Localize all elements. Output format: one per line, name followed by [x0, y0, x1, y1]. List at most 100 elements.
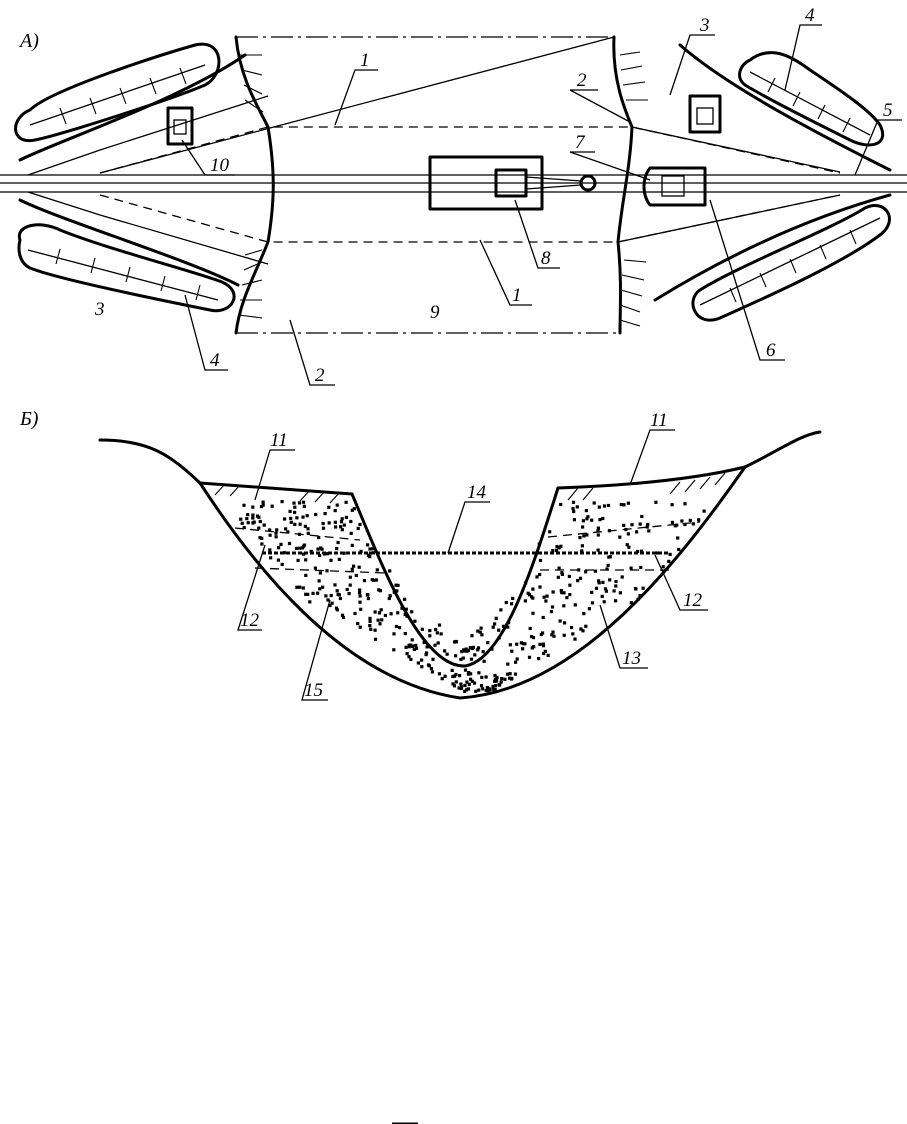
sand-dot [573, 638, 576, 641]
sand-dot [349, 584, 352, 587]
sand-dot [480, 684, 483, 687]
sand-dot [538, 585, 541, 588]
sand-dot [559, 503, 562, 506]
sand-dot [480, 676, 483, 679]
sand-dot [585, 517, 588, 520]
sand-dot [371, 547, 374, 550]
sand-dot [627, 502, 630, 505]
sand-dot [441, 677, 444, 680]
sand-dot [372, 551, 375, 554]
label-9: 9 [430, 302, 440, 323]
sand-dot [259, 520, 262, 523]
sand-dot [506, 673, 509, 676]
sand-dot [482, 650, 485, 653]
sand-dot [269, 534, 272, 537]
sand-dot [465, 681, 468, 684]
sand-dot [544, 599, 547, 602]
ground-surface-left [100, 440, 200, 483]
sand-dot [341, 528, 344, 531]
sand-dot [407, 655, 410, 658]
sand-dot [257, 527, 260, 530]
sand-dot [624, 528, 627, 531]
sand-dot [286, 530, 289, 533]
sand-dot [358, 523, 361, 526]
sand-dot [283, 551, 286, 554]
excavator-left [168, 108, 192, 144]
sand-dot [308, 600, 311, 603]
sand-dot [582, 519, 585, 522]
sand-dot [636, 550, 639, 553]
sand-dot [378, 611, 381, 614]
sand-dot [423, 641, 426, 644]
sand-dot [671, 503, 674, 506]
section-b-label: Б) [19, 408, 39, 430]
sand-dot [543, 596, 546, 599]
sand-dot [626, 543, 629, 546]
sand-dot [322, 522, 325, 525]
leader-14 [448, 502, 490, 553]
sand-dot [440, 632, 443, 635]
sand-dot [563, 634, 566, 637]
sand-dot [524, 599, 527, 602]
sand-dot [463, 684, 466, 687]
excavator-right [690, 96, 720, 132]
sand-dot [595, 587, 598, 590]
sand-dot [591, 601, 594, 604]
sand-dot [243, 526, 246, 529]
sand-dot [614, 580, 617, 583]
sand-dot [298, 586, 301, 589]
sand-dot [571, 632, 574, 635]
sand-dot [559, 619, 562, 622]
sand-dot [288, 542, 291, 545]
sand-dot [322, 527, 325, 530]
sand-dot [608, 578, 611, 581]
leader-11a [255, 450, 295, 500]
sand-dot [438, 672, 441, 675]
callout-3-top: 3 [699, 15, 710, 36]
sand-dot [542, 652, 545, 655]
sand-dot [251, 516, 254, 519]
leader-1a [335, 70, 378, 125]
diagonal-line [100, 37, 614, 173]
sand-dot [299, 523, 302, 526]
sand-dot [411, 645, 414, 648]
sand-dot [558, 546, 561, 549]
sand-dot [453, 684, 456, 687]
dump-top-left [16, 44, 219, 140]
sand-dot [492, 688, 495, 691]
sand-dot [367, 597, 370, 600]
sand-dot [368, 547, 371, 550]
sand-dot [477, 689, 480, 692]
sand-dot [269, 556, 272, 559]
sand-dot [588, 607, 591, 610]
excavator-right-cab [697, 108, 713, 124]
dump-top-right [740, 53, 883, 145]
sand-dot [290, 521, 293, 524]
sand-dot [431, 658, 434, 661]
sand-dot [404, 632, 407, 635]
sand-dot [298, 501, 301, 504]
sand-dot [403, 598, 406, 601]
sand-dot [520, 641, 523, 644]
sand-dot [368, 555, 371, 558]
sand-dot [405, 608, 408, 611]
sand-dot [529, 627, 532, 630]
sand-dot [502, 625, 505, 628]
sand-dot [316, 548, 319, 551]
sand-dot [507, 621, 510, 624]
sand-dot [327, 506, 330, 509]
callout-2-bottom: 2 [315, 365, 325, 386]
sand-dot [538, 573, 541, 576]
sand-dot [499, 608, 502, 611]
sand-dot [427, 663, 430, 666]
sand-dot [281, 563, 284, 566]
sand-dot [317, 536, 320, 539]
callout-8: 8 [541, 248, 551, 269]
sand-dot [480, 627, 483, 630]
sand-dot [271, 505, 274, 508]
sand-dot [437, 641, 440, 644]
sand-dot [590, 591, 593, 594]
sand-dot [619, 591, 622, 594]
sand-dot [436, 631, 439, 634]
sand-dot [301, 516, 304, 519]
